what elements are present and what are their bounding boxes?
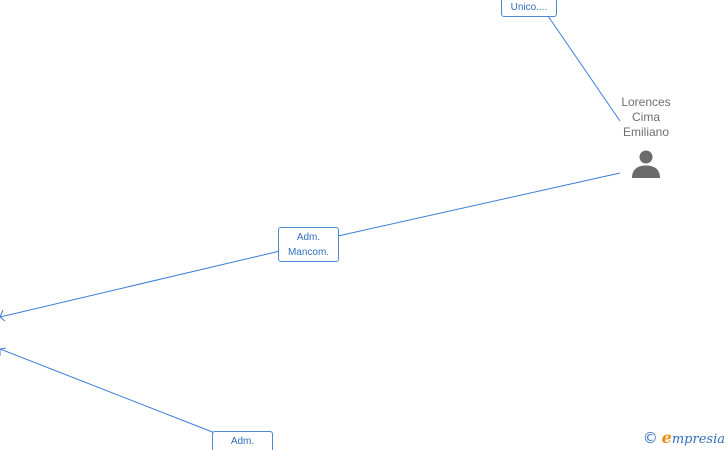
person-node[interactable]: Lorences Cima Emiliano: [610, 95, 682, 180]
role-label-middle-line-2: Mancom.: [287, 247, 330, 258]
person-name-line-2: Cima: [631, 110, 660, 124]
brand-initial: e: [661, 428, 672, 447]
copyright-icon: ©: [642, 429, 658, 447]
empresia-watermark: © empresia: [643, 428, 725, 447]
role-label-middle-line-1: Adm.: [296, 232, 321, 243]
edge-middle-role-to-company-a: [0, 250, 281, 318]
person-icon: [632, 150, 660, 178]
role-box-top[interactable]: Unico....: [501, 0, 557, 17]
person-name-line-3: Emiliano: [622, 125, 670, 139]
brand-name: mpresia: [671, 432, 725, 447]
edge-top-role-to-person: [547, 15, 621, 122]
edge-arrowhead-company-b: [0, 347, 7, 356]
role-box-middle[interactable]: Adm. Mancom.: [278, 227, 339, 262]
role-label-bottom-line-1: Adm.: [230, 436, 255, 447]
edge-arrowhead-company-a: [0, 309, 6, 322]
person-name-line-1: Lorences: [621, 95, 671, 109]
edge-bottom-role-to-company-b: [0, 348, 216, 434]
role-label-top-line-1: Unico....: [510, 2, 548, 13]
role-box-bottom[interactable]: Adm.: [212, 431, 273, 450]
edge-person-to-middle-role: [337, 172, 621, 237]
